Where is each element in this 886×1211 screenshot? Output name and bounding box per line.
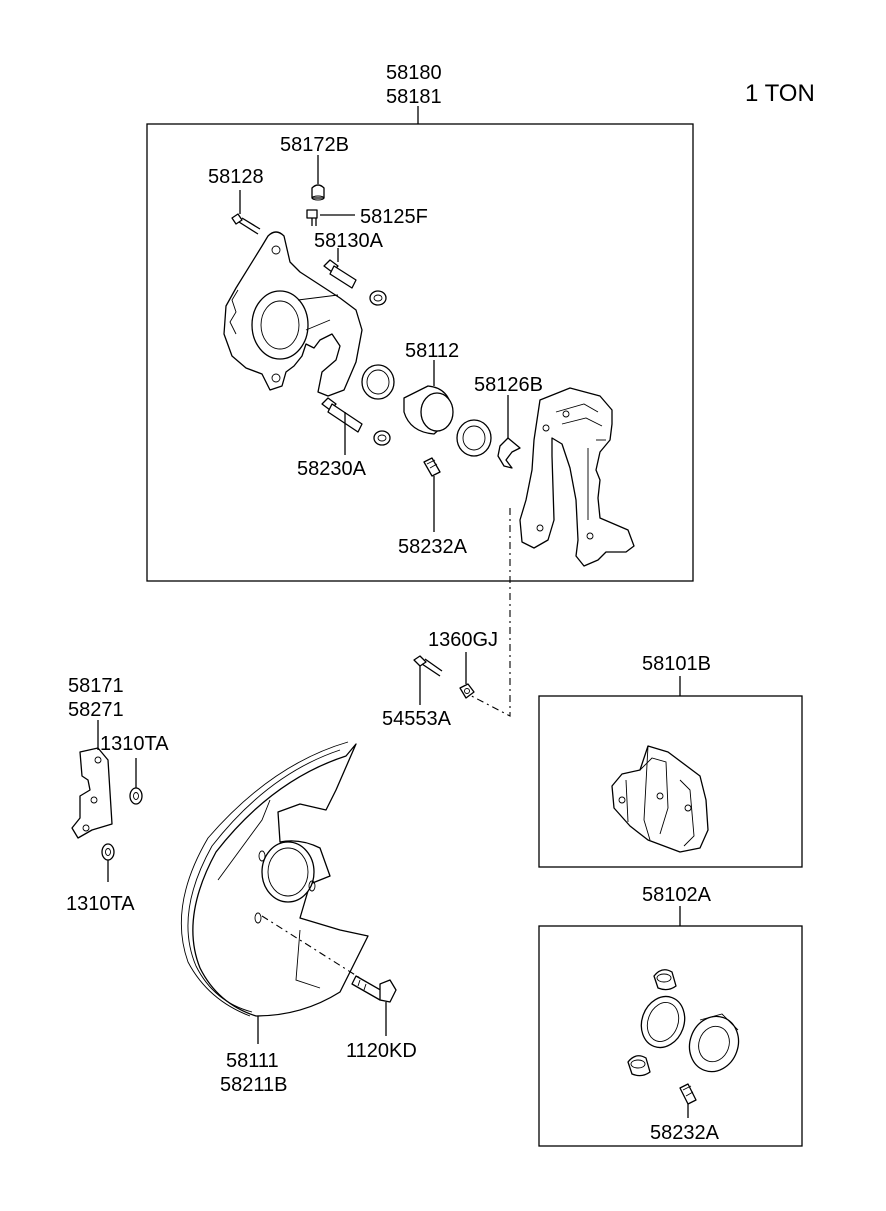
- seal-kit-cap-upper[interactable]: [653, 969, 677, 991]
- label-58101b[interactable]: 58101B: [642, 653, 711, 675]
- dust-cover[interactable]: [180, 741, 369, 1017]
- label-1120kd[interactable]: 1120KD: [346, 1040, 417, 1062]
- guide-pin-lower[interactable]: [321, 397, 391, 446]
- boot-ring[interactable]: [497, 437, 521, 469]
- label-58232a-kit[interactable]: 58232A: [650, 1122, 720, 1144]
- label-58111[interactable]: 58111: [226, 1050, 279, 1072]
- label-58211b[interactable]: 58211B: [220, 1074, 287, 1096]
- guide-bolt[interactable]: [231, 213, 261, 235]
- label-1360gj[interactable]: 1360GJ: [428, 629, 498, 651]
- label-58112[interactable]: 58112: [405, 340, 459, 362]
- label-54553a[interactable]: 54553A: [382, 708, 452, 730]
- hose-bracket[interactable]: [71, 747, 113, 839]
- bleeder-cap[interactable]: [311, 184, 325, 201]
- cover-bolt-dashline: [261, 915, 361, 979]
- cover-bolt[interactable]: [351, 975, 397, 1003]
- bracket-nut-upper[interactable]: [129, 787, 143, 805]
- union-washer[interactable]: [459, 683, 475, 699]
- piston[interactable]: [403, 385, 454, 435]
- guide-pin-upper[interactable]: [323, 259, 387, 306]
- seal-kit-boot[interactable]: [682, 1009, 746, 1078]
- piston-seal-ring[interactable]: [361, 364, 395, 400]
- label-58128[interactable]: 58128: [208, 166, 264, 188]
- label-58172b[interactable]: 58172B: [280, 134, 349, 156]
- label-58232a[interactable]: 58232A: [398, 536, 468, 558]
- label-1310ta-lower[interactable]: 1310TA: [66, 893, 135, 915]
- title: 1 TON: [745, 80, 815, 107]
- label-58102a[interactable]: 58102A: [642, 884, 712, 906]
- boot-seal[interactable]: [456, 419, 492, 457]
- seal-kit-cap-lower[interactable]: [627, 1055, 651, 1077]
- caliper-assembly-frame: [146, 123, 694, 582]
- label-58230a[interactable]: 58230A: [297, 458, 367, 480]
- label-58180[interactable]: 58180: [386, 62, 442, 84]
- caliper-assembly-group: 58180 58181 58128 58172B: [146, 62, 694, 717]
- label-58130a[interactable]: 58130A: [314, 230, 384, 252]
- hose-bolt[interactable]: [413, 655, 443, 677]
- pad-kit-group: 58101B: [538, 653, 803, 868]
- label-58171[interactable]: 58171: [68, 675, 124, 697]
- seal-kit-bushing[interactable]: [679, 1083, 697, 1105]
- caliper-bracket[interactable]: [519, 387, 635, 567]
- label-58271[interactable]: 58271: [68, 699, 124, 721]
- label-58126b[interactable]: 58126B: [474, 374, 543, 396]
- seal-kit-group: 58102A 58232A: [538, 884, 803, 1147]
- bleeder-screw[interactable]: [306, 209, 318, 226]
- brake-pads[interactable]: [611, 745, 709, 853]
- bracket-nut-lower[interactable]: [101, 843, 115, 861]
- label-58125f[interactable]: 58125F: [360, 206, 428, 228]
- label-58181[interactable]: 58181: [386, 86, 442, 108]
- bushing[interactable]: [423, 457, 441, 477]
- pad-kit-frame: [538, 695, 803, 868]
- label-1310ta-upper[interactable]: 1310TA: [100, 733, 169, 755]
- seal-kit-ring[interactable]: [634, 990, 691, 1053]
- caliper-body[interactable]: [223, 231, 363, 397]
- mount-dashline: [459, 508, 511, 717]
- seal-kit-frame: [538, 925, 803, 1147]
